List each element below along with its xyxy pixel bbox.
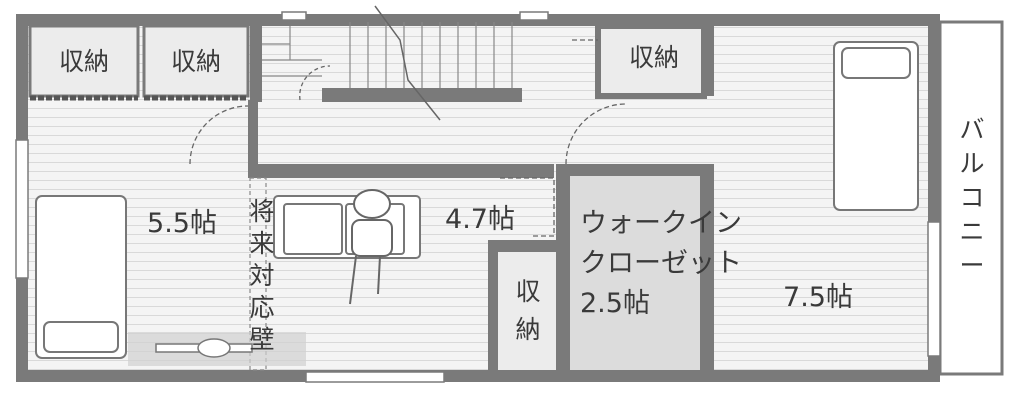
room-right-area: 7.5帖 bbox=[783, 282, 853, 313]
door-swings bbox=[189, 39, 627, 237]
balcony-char: ニ bbox=[959, 217, 984, 246]
balcony-char: ル bbox=[959, 149, 984, 178]
future-wall-char: 対 bbox=[249, 261, 274, 290]
future-wall-partition bbox=[249, 177, 267, 371]
balcony-char: ー bbox=[959, 251, 984, 280]
interior-walls bbox=[248, 26, 714, 370]
room-left-area: 5.5帖 bbox=[147, 208, 217, 239]
closet-1 bbox=[28, 24, 140, 98]
person-icon bbox=[349, 189, 393, 305]
closet-4-label-2: 納 bbox=[515, 315, 540, 344]
windows bbox=[15, 11, 941, 383]
future-wall-label: 将 来 対 応 壁 bbox=[249, 197, 274, 354]
closet-3 bbox=[595, 23, 707, 99]
balcony-char: バ bbox=[959, 115, 984, 144]
balcony-area bbox=[938, 20, 1004, 376]
future-wall-char: 来 bbox=[249, 229, 274, 258]
balcony-char: コ bbox=[959, 183, 984, 212]
desk-icon bbox=[128, 332, 306, 366]
closet-3-label: 収納 bbox=[629, 43, 679, 72]
corridor-area: 4.7帖 bbox=[445, 204, 515, 235]
bed-icon bbox=[833, 41, 919, 211]
closet-4 bbox=[498, 252, 556, 370]
future-wall-char: 将 bbox=[249, 197, 274, 226]
walkin-area: 2.5帖 bbox=[580, 288, 650, 319]
bed-icon bbox=[35, 195, 127, 359]
sofa-icon bbox=[273, 195, 421, 259]
balcony-label: バ ル コ ニ ー bbox=[959, 115, 984, 280]
walkin-closet bbox=[570, 176, 700, 370]
walkin-name-line2: クローゼット bbox=[580, 248, 742, 279]
stairs-icon bbox=[250, 5, 522, 121]
closet-1-label: 収納 bbox=[59, 47, 109, 76]
closet-2-label: 収納 bbox=[171, 47, 221, 76]
walkin-name-line1: ウォークイン bbox=[580, 208, 742, 239]
closet-4-label-1: 収 bbox=[515, 277, 540, 306]
future-wall-char: 壁 bbox=[249, 325, 274, 354]
future-wall-char: 応 bbox=[249, 293, 274, 322]
